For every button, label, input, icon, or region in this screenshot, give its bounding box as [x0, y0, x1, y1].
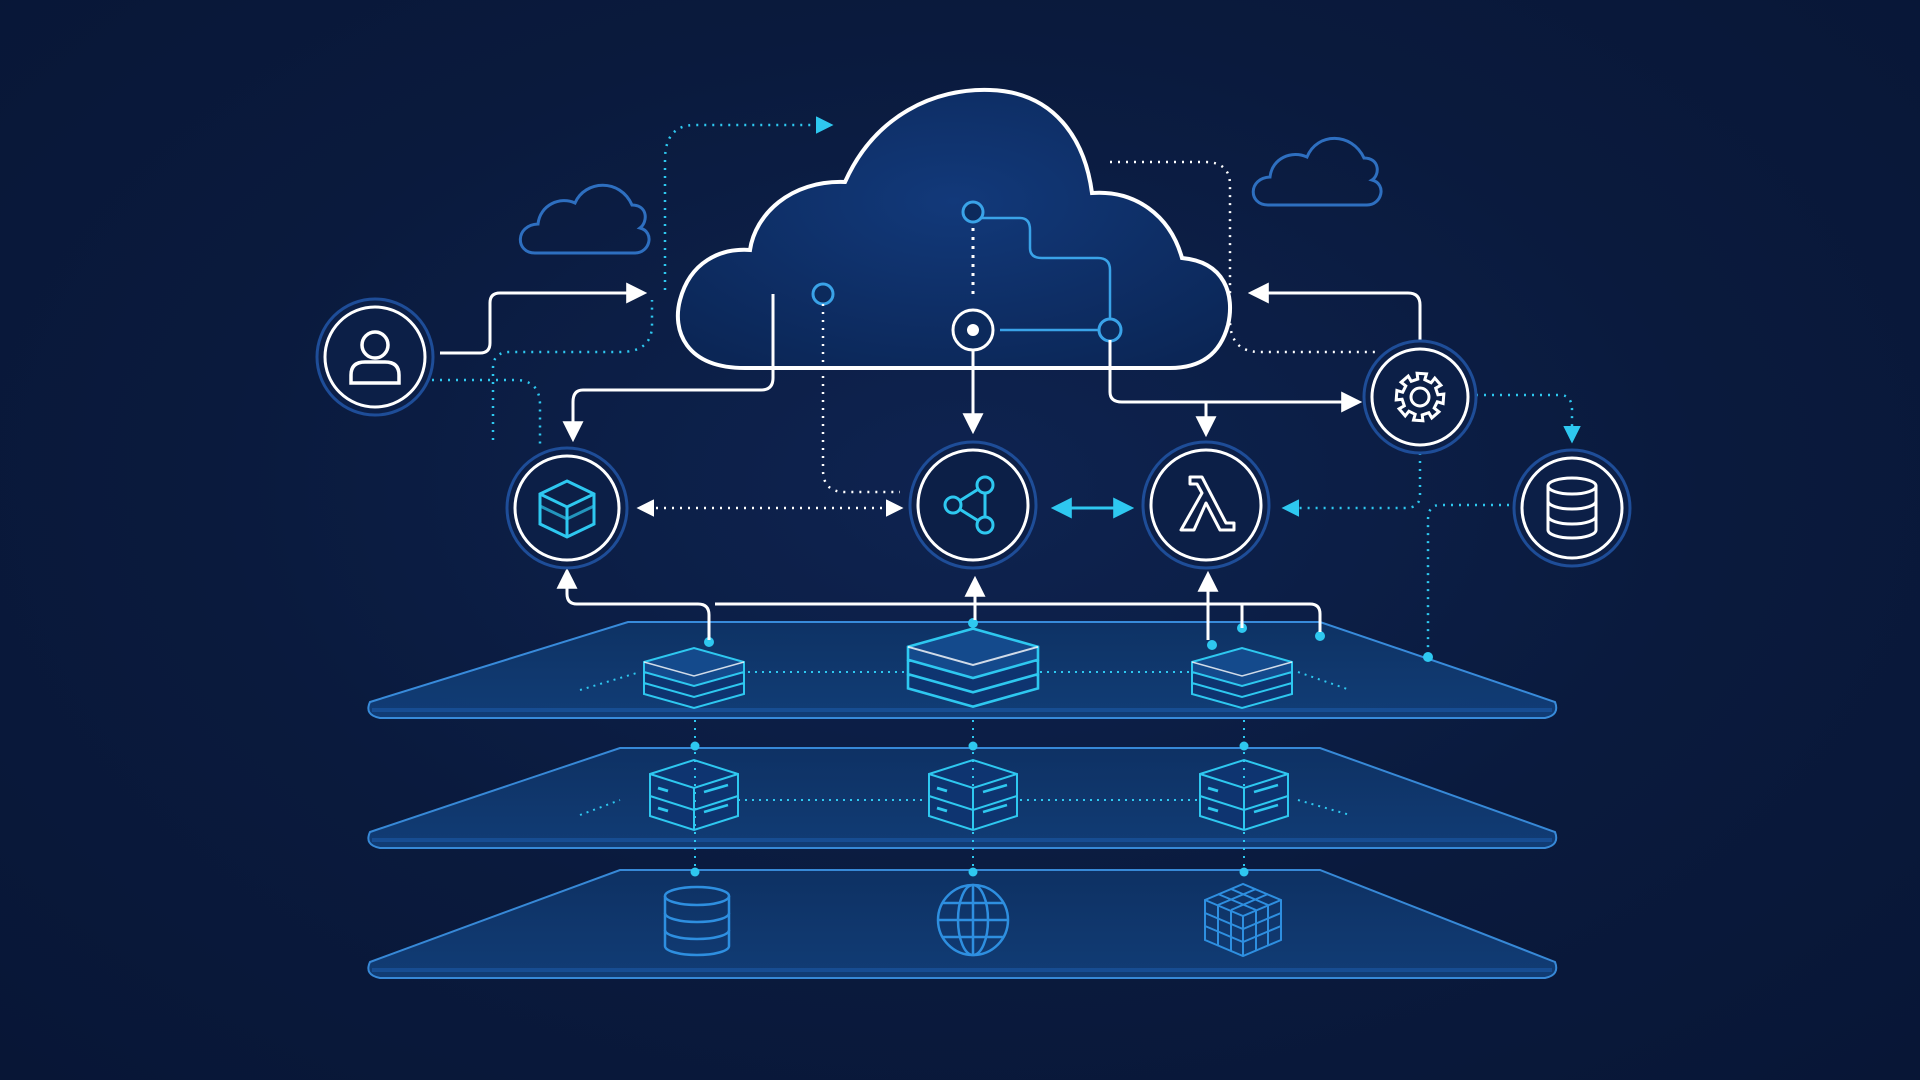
container-node[interactable] [505, 446, 629, 570]
server-icon [928, 758, 1018, 832]
grid-cube-icon [1204, 882, 1282, 958]
dotted-connectors [432, 116, 1581, 655]
storage-layer [367, 621, 1558, 719]
cube-icon [538, 479, 596, 539]
database-icon [1546, 476, 1598, 540]
user-icon [349, 330, 401, 385]
solid-connectors [440, 282, 1422, 640]
database-node[interactable] [1512, 448, 1632, 568]
compute-layer [367, 747, 1558, 849]
stack-icon [906, 627, 1040, 708]
settings-node[interactable] [1362, 339, 1478, 455]
cloud-icon [518, 183, 651, 255]
main-cloud [675, 87, 1233, 370]
data-layer [367, 869, 1558, 979]
server-icon [1199, 758, 1289, 832]
globe-icon [936, 883, 1010, 957]
gear-icon [1394, 371, 1446, 423]
stack-icon [643, 646, 745, 710]
server-icon [649, 758, 739, 832]
database-icon [663, 885, 731, 957]
hub-node[interactable] [908, 440, 1038, 570]
compute-links [579, 799, 1351, 816]
lambda-icon [1179, 475, 1236, 532]
share-nodes-icon [943, 475, 995, 535]
cloud-icon [1251, 136, 1383, 207]
lambda-node[interactable] [1141, 440, 1271, 570]
stack-icon [1191, 646, 1293, 710]
storage-links [579, 671, 1351, 691]
user-node[interactable] [315, 297, 435, 417]
